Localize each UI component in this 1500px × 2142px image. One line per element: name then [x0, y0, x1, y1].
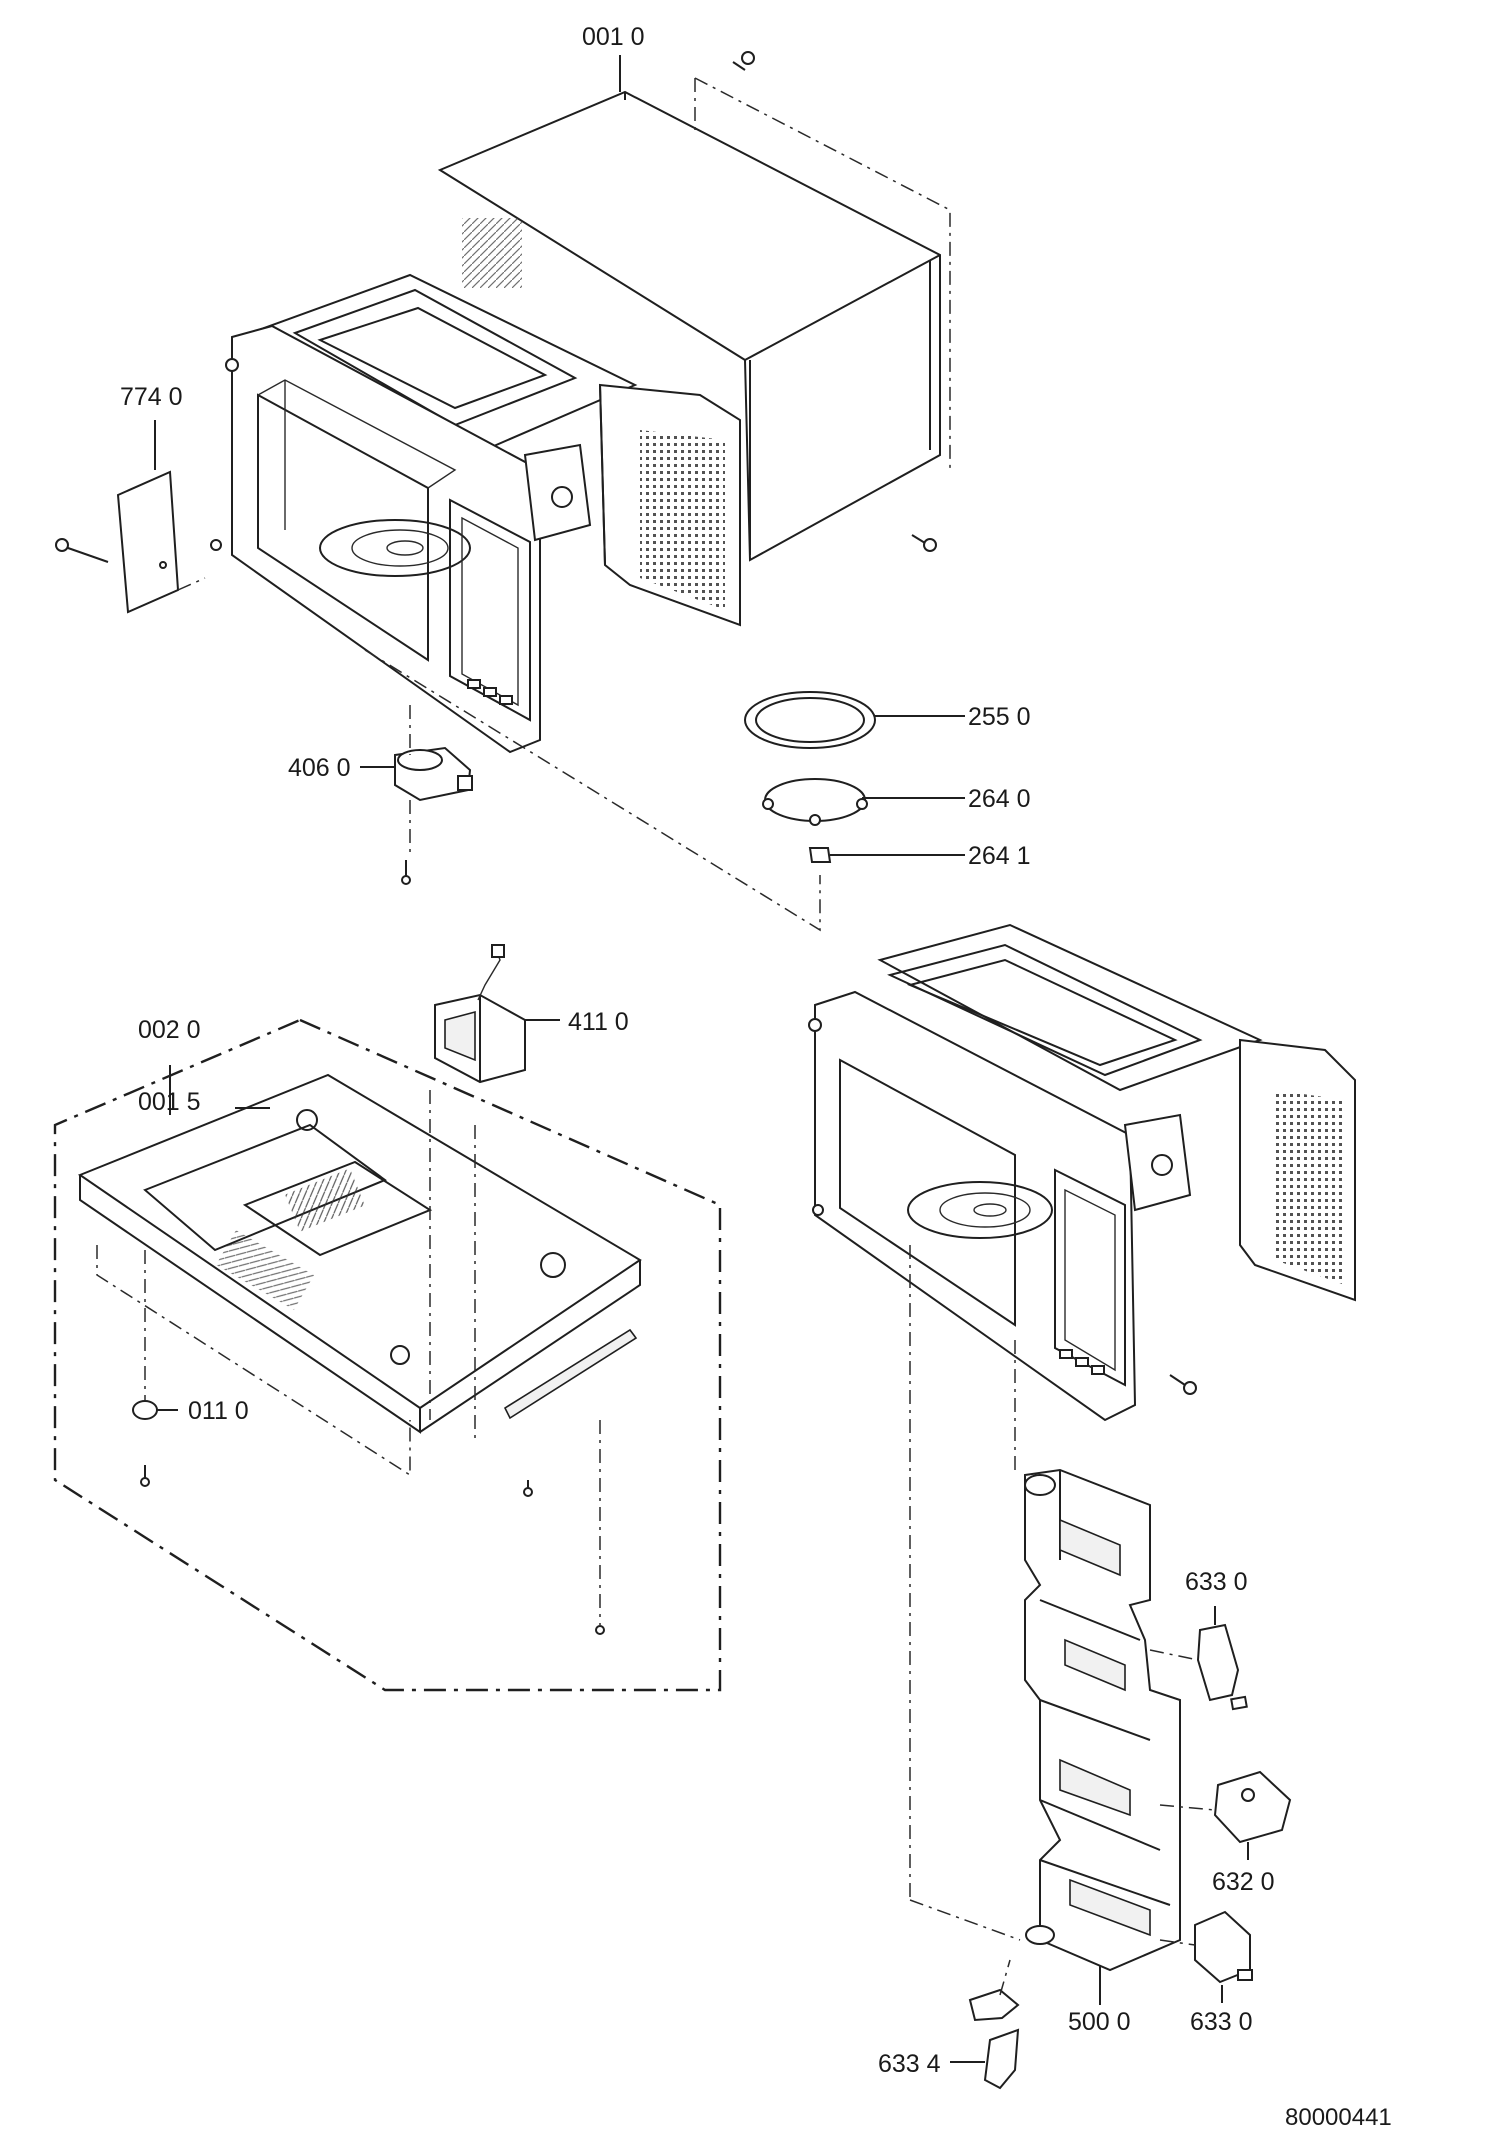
callout-002-0: 002 0 — [138, 1016, 201, 1044]
callout-774-0: 774 0 — [120, 383, 183, 411]
coupler — [808, 847, 965, 863]
callout-633-4: 633 4 — [878, 2050, 941, 2078]
callout-632-0: 632 0 — [1212, 1868, 1275, 1896]
callout-011-0: 011 0 — [188, 1397, 249, 1425]
turntable-motor — [360, 705, 473, 885]
case-screw-top — [732, 51, 755, 71]
roller-ring — [762, 778, 965, 826]
outer-case — [437, 51, 951, 562]
base-plate-group — [53, 1018, 722, 1692]
waveguide-cover — [55, 420, 206, 614]
callout-633-0-lower: 633 0 — [1190, 2008, 1253, 2036]
callout-264-1: 264 1 — [968, 842, 1031, 870]
lever-633-4 — [950, 1959, 1020, 2090]
switch-633-0-lower — [1159, 1910, 1253, 2003]
callout-633-0-upper: 633 0 — [1185, 1568, 1248, 1596]
callout-001-5: 001 5 — [138, 1088, 201, 1116]
callout-264-0: 264 0 — [968, 785, 1031, 813]
switch-633-0-upper — [1149, 1606, 1248, 1711]
transformer — [434, 944, 560, 1084]
upper-cavity-assembly — [210, 273, 821, 932]
lower-cavity-assembly — [808, 923, 1356, 1941]
drawing-number: 80000441 — [1285, 2104, 1392, 2131]
glass-tray — [744, 691, 965, 749]
callout-406-0: 406 0 — [288, 754, 351, 782]
switch-632-0 — [1159, 1770, 1292, 1860]
callout-255-0: 255 0 — [968, 703, 1031, 731]
callout-411-0: 411 0 — [568, 1008, 629, 1036]
callout-500-0: 500 0 — [1068, 2008, 1131, 2036]
callout-001-0: 001 0 — [582, 23, 645, 51]
case-screw-back — [911, 534, 937, 552]
latch-bracket — [1024, 1468, 1181, 2005]
